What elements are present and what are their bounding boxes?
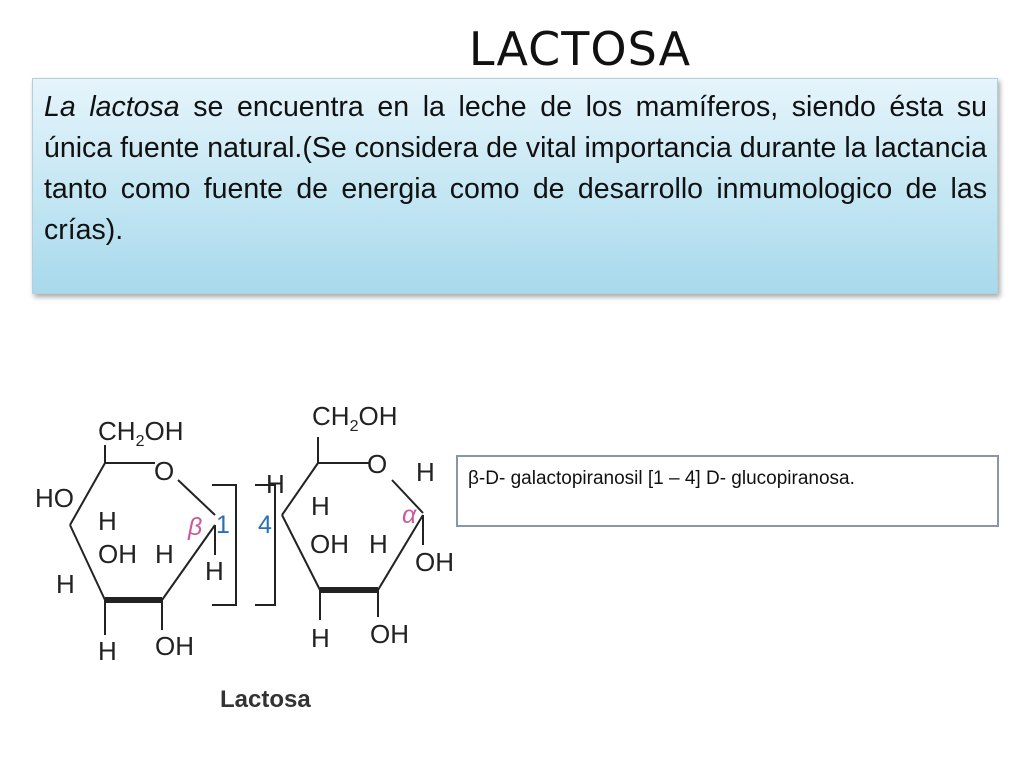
left-h-upper: H	[98, 506, 117, 536]
right-ch2oh-label: CH2OH	[312, 401, 397, 435]
right-h-mid: H	[369, 529, 388, 559]
left-oh-mid: OH	[98, 539, 137, 569]
bridge-left-bracket	[212, 484, 237, 606]
left-h-anomeric: H	[205, 556, 224, 586]
right-h-upper: H	[311, 491, 330, 521]
intro-paragraph: La lactosa se encuentra en la leche de l…	[44, 87, 987, 251]
right-ring	[281, 437, 424, 620]
right-oh-bottom: OH	[370, 619, 409, 649]
right-oh-mid: OH	[310, 529, 349, 559]
caption-box: β-D- galactopiranosil [1 – 4] D- glucopi…	[456, 455, 999, 527]
glycosidic-bridge	[212, 484, 276, 606]
left-ring	[69, 445, 216, 635]
right-ring-bond-c3-c4	[281, 514, 321, 591]
left-ring-bond-c4-c5	[69, 462, 106, 526]
right-ring-oxygen: O	[367, 449, 387, 479]
left-ring-oxygen: O	[154, 456, 174, 486]
carbon-1-label: 1	[216, 511, 230, 539]
left-oh-bottom: OH	[155, 631, 194, 661]
left-h-mid: H	[155, 539, 174, 569]
left-ho-label: HO	[35, 483, 74, 513]
right-ring-bond-c4-c5	[281, 462, 319, 516]
beta-label: β	[187, 513, 202, 541]
right-h-right-top: H	[416, 457, 435, 487]
left-ring-bond-c1-c2	[161, 524, 216, 601]
right-h-bottom: H	[311, 623, 330, 653]
right-ring-bond-o-c1	[391, 479, 424, 514]
right-ring-bond-c1-c2	[377, 514, 424, 591]
lactose-structure-diagram: CH2OH O HO H OH H H H OH H β 1 4 CH2OH O…	[35, 401, 454, 713]
slide-title: LACTOSA	[468, 22, 692, 76]
left-h-bottom: H	[98, 636, 117, 666]
left-h-left: H	[56, 569, 75, 599]
left-ring-bond-c3-c4	[69, 524, 106, 601]
intro-rest: se encuentra en la leche de los mamífero…	[44, 91, 988, 246]
caption-text: β-D- galactopiranosil [1 – 4] D- glucopi…	[468, 468, 855, 489]
carbon-4-label: 4	[258, 511, 272, 539]
bridge-right-bracket	[255, 484, 276, 606]
intro-box: La lactosa se encuentra en la leche de l…	[32, 78, 998, 294]
left-ch2oh-label: CH2OH	[98, 416, 183, 450]
right-oh-right: OH	[415, 547, 454, 577]
alpha-label: α	[402, 501, 417, 529]
structure-caption: Lactosa	[220, 686, 311, 713]
intro-lead: La lactosa	[44, 91, 180, 123]
right-h-top-left: H	[266, 469, 285, 499]
left-ring-bond-o-c1	[177, 479, 216, 516]
